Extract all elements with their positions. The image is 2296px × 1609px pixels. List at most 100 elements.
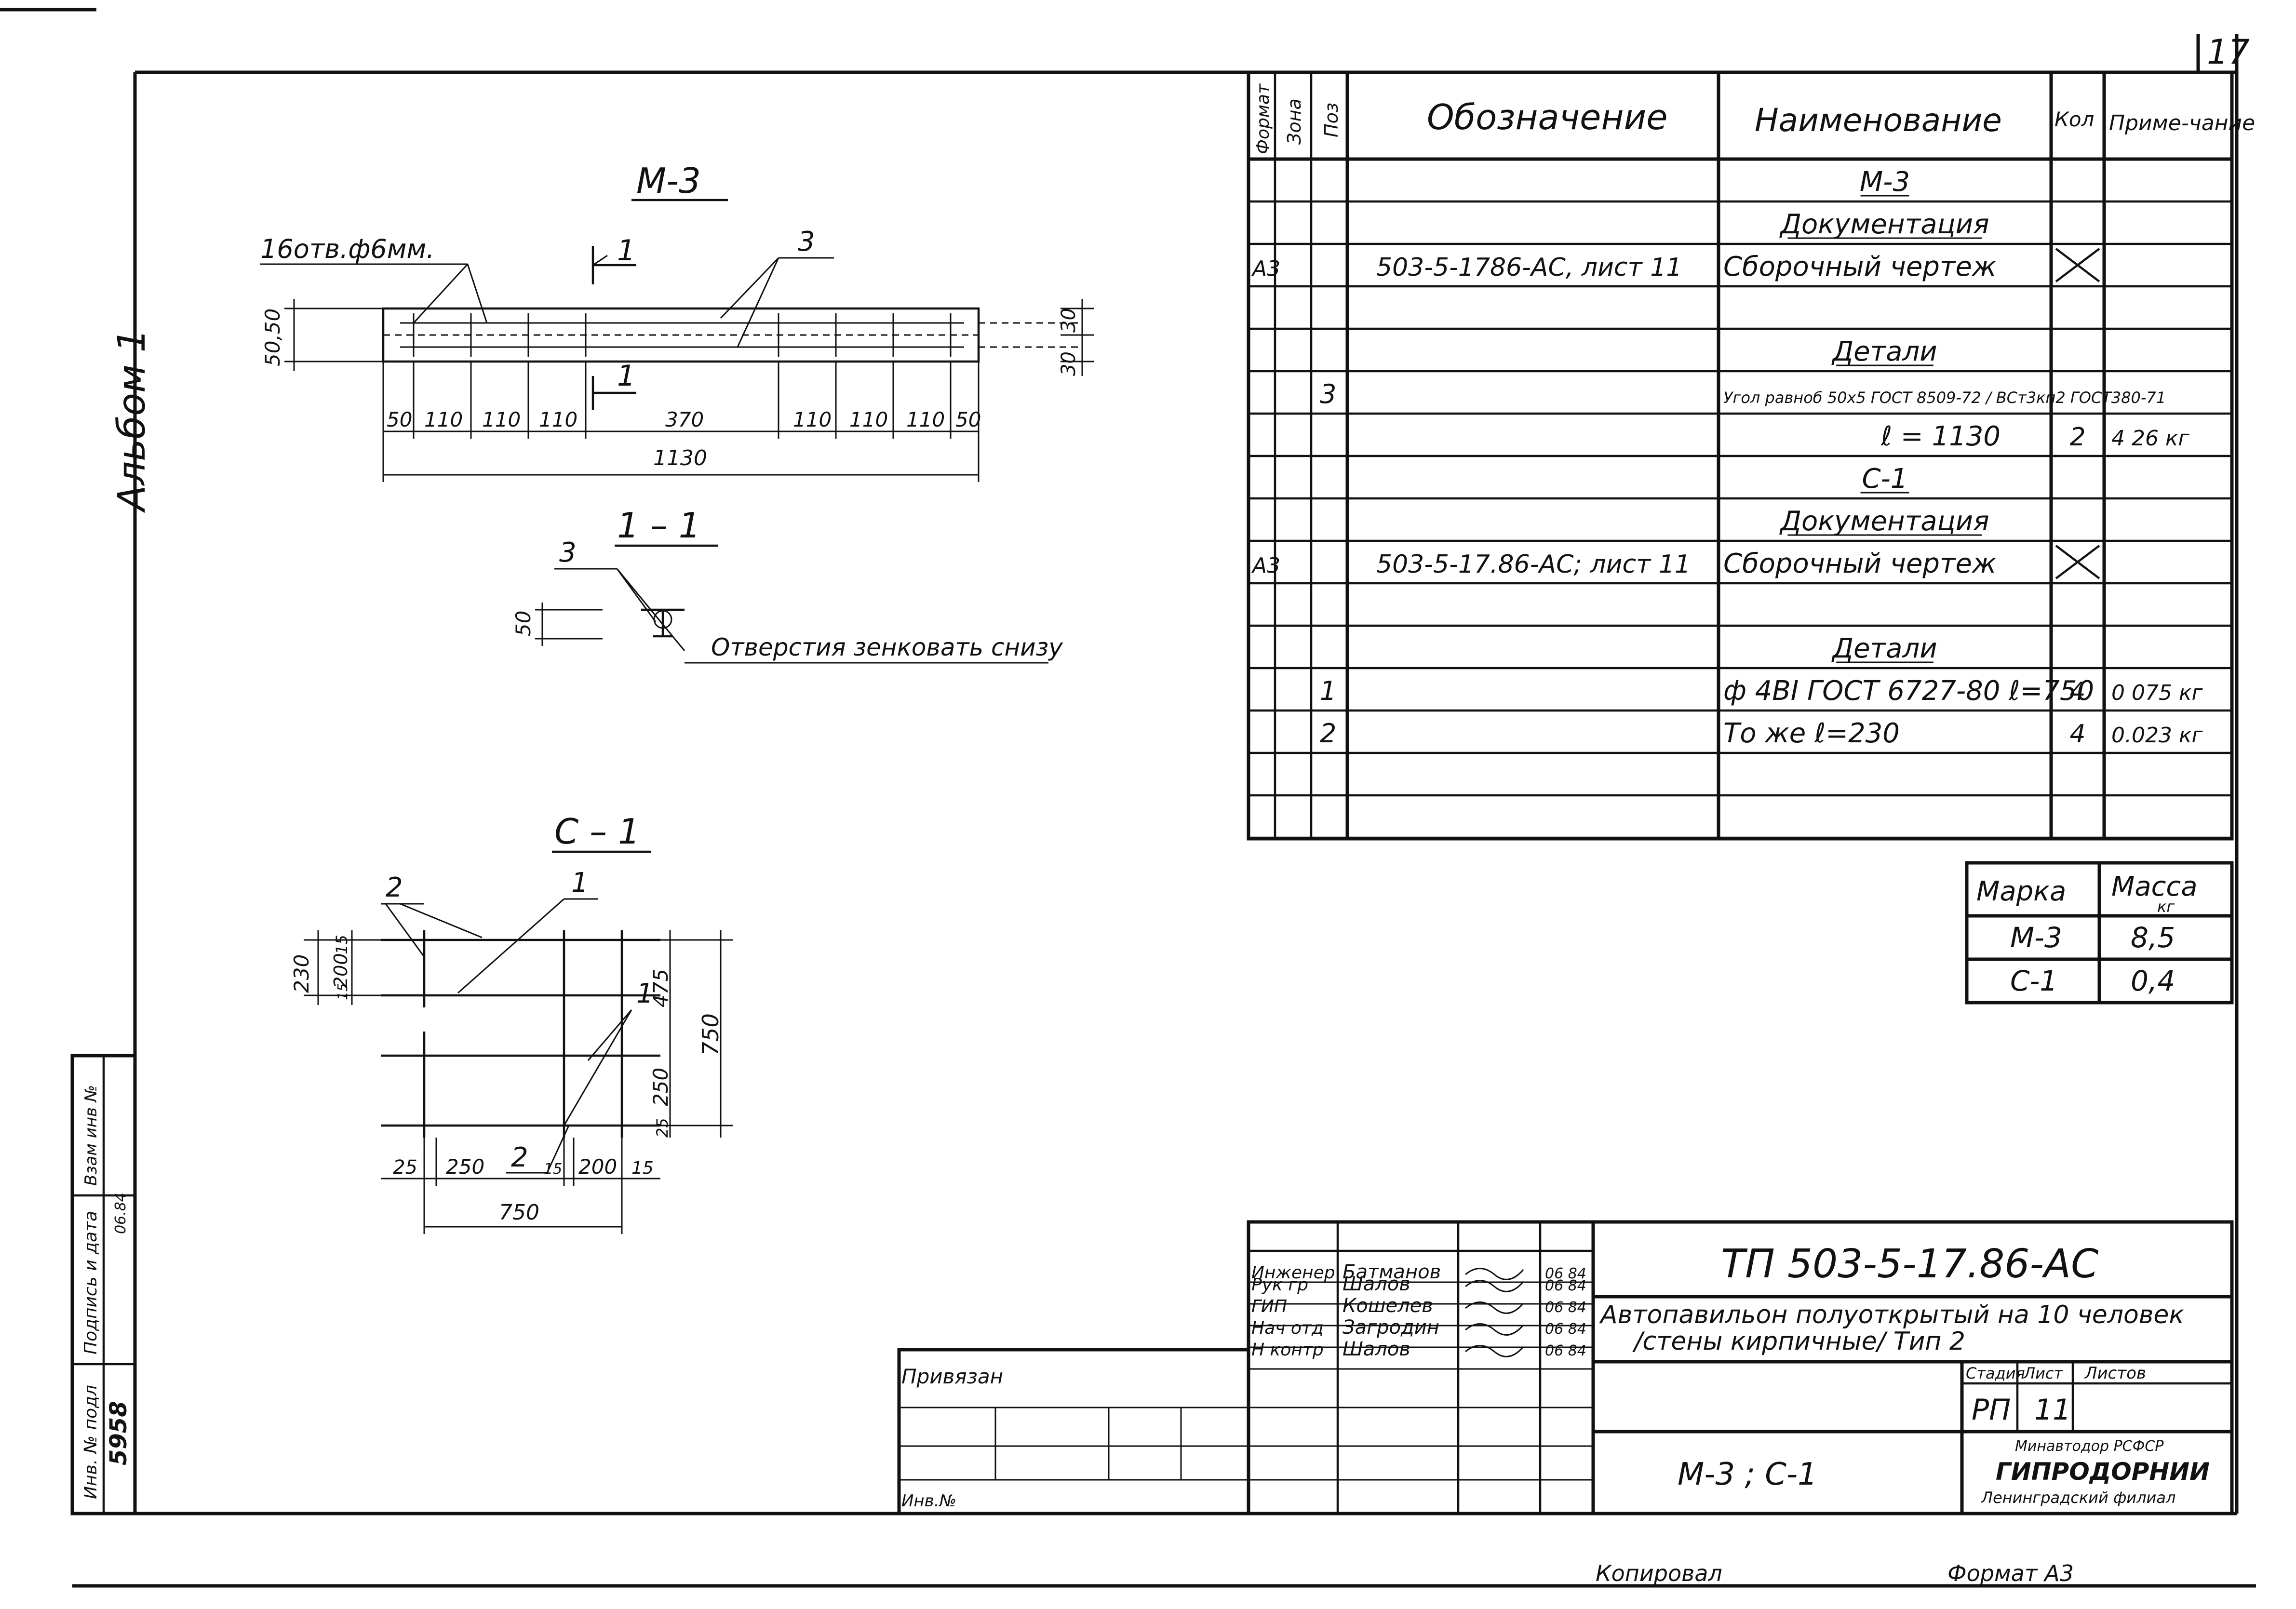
spec-cell-name: Документация xyxy=(1779,506,1989,537)
signature-scribble xyxy=(1465,1301,1524,1314)
spec-row-lines xyxy=(1249,200,2232,839)
signature-name: Загродин xyxy=(1343,1316,1439,1339)
mass-row-mark: С-1 xyxy=(2010,965,2057,997)
spec-cell-note: 4 26 кг xyxy=(2111,426,2190,451)
m3-left-dims: 50,50 xyxy=(261,308,284,366)
section-dim-label: 50 xyxy=(511,611,535,636)
spec-header-format: Формат xyxy=(1253,83,1273,154)
bound-label: Привязан xyxy=(901,1365,1003,1388)
sheet-title: М-3 ; С-1 xyxy=(1678,1457,1817,1492)
signature-date: 06 84 xyxy=(1545,1277,1586,1294)
format-label: Формат А3 xyxy=(1947,1560,2074,1586)
spec-cell-pos: 1 xyxy=(1320,676,1336,706)
mass-row-mass: 8,5 xyxy=(2131,921,2175,954)
spec-cell-pos: 2 xyxy=(1320,718,1336,749)
inv-label: Инв.№ xyxy=(901,1491,956,1511)
spec-cell-note: 0 075 кг xyxy=(2111,681,2203,705)
c1-dim-250: 250 xyxy=(649,1068,672,1106)
m3-section-mark-bottom: 1 xyxy=(617,359,635,393)
spec-cell-name: ф 4ВI ГОСТ 6727-80 ℓ=750 xyxy=(1723,675,2094,707)
signature-scribble xyxy=(1465,1280,1524,1292)
m3-spacing-dim: 50 xyxy=(387,408,412,431)
vzam-label: Взам инв № xyxy=(81,1085,101,1186)
section-note: Отверстия зенковать снизу xyxy=(711,633,1063,661)
m3-spacing-dim: 110 xyxy=(793,408,832,431)
c1-pos-1-label: 1 xyxy=(571,867,589,898)
project-name-line2: /стены кирпичные/ Тип 2 xyxy=(1632,1327,1965,1356)
c1-dim-475: 475 xyxy=(649,969,672,1007)
c1-dim-200: 200 xyxy=(330,953,351,988)
c1-bottom-dim: 15 xyxy=(631,1158,654,1178)
album-label: Альбом 1 xyxy=(110,329,154,513)
spec-cell-name: ℓ = 1130 xyxy=(1880,421,2001,452)
mass-header-mass: Масса xyxy=(2111,871,2198,902)
spec-cross-mark xyxy=(2055,248,2100,282)
c1-pos-2-label-bottom: 2 xyxy=(511,1142,528,1173)
spec-header-designation: Обозначение xyxy=(1427,97,1668,137)
spec-cell-qty: 4 xyxy=(2069,720,2085,749)
signature-scribble xyxy=(1465,1345,1524,1357)
c1-dim-230: 230 xyxy=(290,954,313,993)
m3-hole-markers xyxy=(400,313,964,357)
m3-spacing-dim: 110 xyxy=(539,408,577,431)
m3-right-dim: 30 xyxy=(1058,308,1080,333)
spec-cell-qty: 4 xyxy=(2069,677,2085,706)
inv-podl-value: 5958 xyxy=(105,1401,132,1465)
c1-dim-15: 15 xyxy=(333,935,351,954)
signature-role: Н контр xyxy=(1251,1340,1324,1360)
m3-spacing-dim: 370 xyxy=(665,408,704,431)
document-code: ТП 503-5-17.86-АС xyxy=(1721,1241,2098,1287)
m3-spacing-dim: 50 xyxy=(955,408,981,431)
c1-title: С – 1 xyxy=(554,811,640,852)
sheet-number: 17 xyxy=(2207,32,2250,72)
mass-row-mass: 0,4 xyxy=(2131,965,2175,997)
spec-cell-name: Документация xyxy=(1779,209,1989,240)
spec-cell-pos: 3 xyxy=(1320,379,1336,409)
org-line3: Ленинградский филиал xyxy=(1981,1488,2175,1507)
signature-name: Кошелев xyxy=(1343,1295,1433,1317)
spec-cell-name: Сборочный чертеж xyxy=(1723,251,1996,282)
sign-date-value: 06.84 xyxy=(112,1193,129,1234)
spec-cell-name: Детали xyxy=(1831,336,1937,367)
signature-role: Рук гр xyxy=(1251,1275,1308,1295)
stage-value: РП xyxy=(1972,1393,2011,1427)
spec-cell-format: А3 xyxy=(1251,553,1280,578)
signature-role: ГИП xyxy=(1251,1297,1287,1316)
drawing-m3: М-3 16отв.ф6мм. 3 1 xyxy=(260,161,1094,482)
m3-spacing-dim: 110 xyxy=(906,408,945,431)
spec-cell-qty: 2 xyxy=(2069,423,2085,452)
spec-table: Формат Зона Поз Обозначение Наименование… xyxy=(1247,70,2255,841)
signature-date: 06 84 xyxy=(1545,1265,1586,1282)
m3-right-dim: 30 xyxy=(1058,351,1080,376)
signature-role: Нач отд xyxy=(1251,1318,1324,1338)
c1-bottom-dim: 15 xyxy=(544,1161,562,1178)
signature-scribble xyxy=(1465,1268,1524,1280)
spec-cell-name: То же ℓ=230 xyxy=(1723,718,1900,749)
m3-spacing-dim: 110 xyxy=(849,408,888,431)
c1-dim-25: 25 xyxy=(653,1118,671,1138)
signature-name: Шалов xyxy=(1343,1273,1410,1295)
signature-role: Инженер xyxy=(1251,1263,1335,1283)
spec-header-qty: Кол xyxy=(2054,107,2094,131)
section-1-1: 1 – 1 3 50 Отверстия зенковать снизу xyxy=(511,505,1063,664)
c1-dim-750-vertical: 750 xyxy=(698,1013,724,1056)
spec-cell-name: Сборочный чертеж xyxy=(1723,548,1996,579)
org-line1: Минавтодор РСФСР xyxy=(2015,1438,2164,1455)
inv-podl-label: Инв. № подл xyxy=(81,1385,101,1499)
signature-name: Шалов xyxy=(1343,1338,1410,1360)
spec-header-pos: Поз xyxy=(1321,103,1342,137)
signature-date: 06 84 xyxy=(1545,1299,1586,1316)
mass-header-mark: Марка xyxy=(1976,876,2066,907)
sheet-value: 11 xyxy=(2034,1393,2071,1427)
spec-header-name: Наименование xyxy=(1755,102,2002,139)
m3-holes-label: 16отв.ф6мм. xyxy=(260,234,434,264)
signature-scribble xyxy=(1465,1323,1524,1336)
spec-cell-designation: 503-5-1786-АС, лист 11 xyxy=(1376,253,1682,282)
spec-cell-name: Детали xyxy=(1831,633,1937,664)
drawing-c1: С – 1 2 1 1 2 230 15 200 15 xyxy=(290,811,733,1234)
c1-bottom-dim: 200 xyxy=(578,1155,617,1179)
